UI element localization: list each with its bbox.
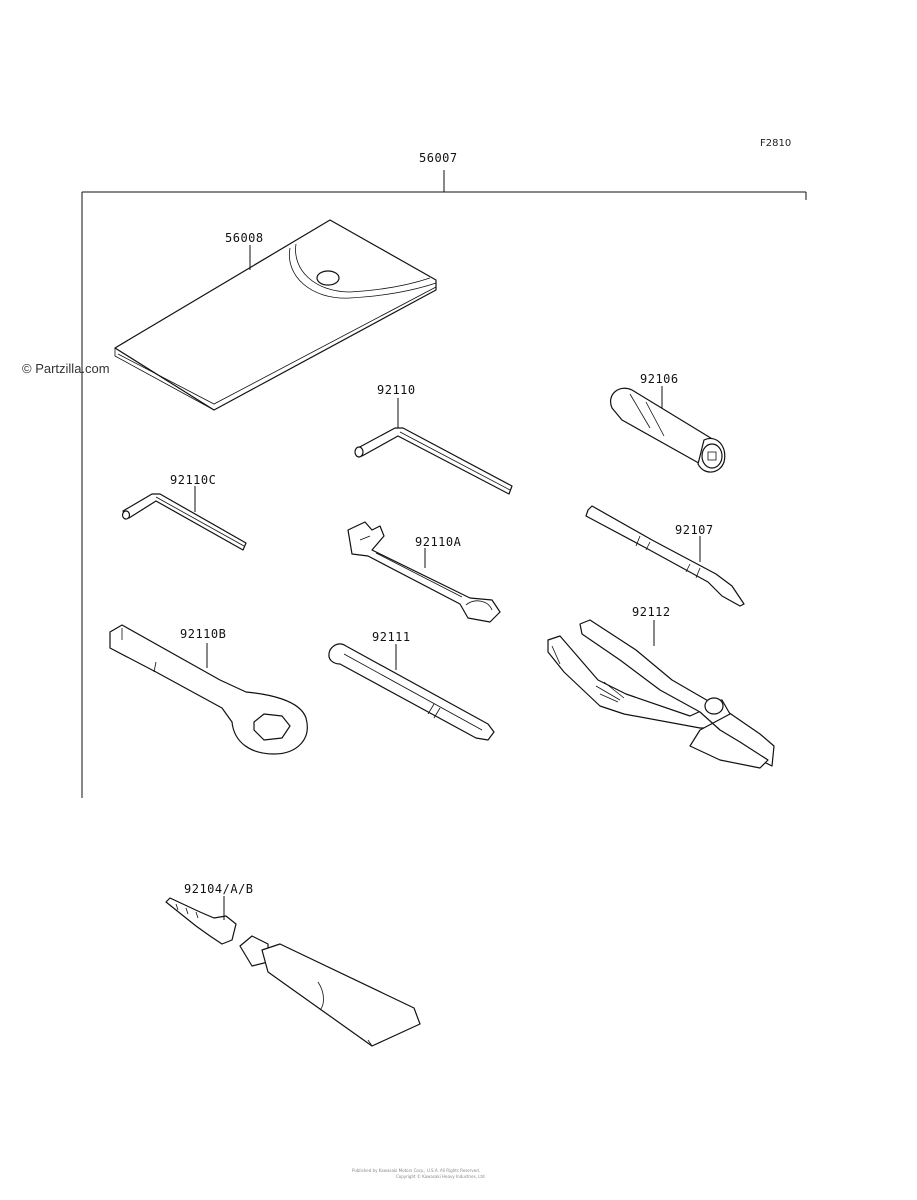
label-92110a: 92110A	[415, 535, 462, 549]
footer-copyright-1: Published by Kawasaki Motors Corp., U.S.…	[352, 1168, 480, 1173]
label-92112: 92112	[632, 605, 671, 619]
label-92110: 92110	[377, 383, 416, 397]
hex-wrench-92110: 92110	[354, 383, 513, 495]
label-92104: 92104/A/B	[184, 882, 254, 896]
partzilla-watermark: © Partzilla.com	[22, 361, 110, 376]
ring-wrench-92110b: 92110B	[109, 624, 308, 755]
hex-wrench-92110c: 92110C	[121, 473, 247, 551]
socket-92106: 92106	[610, 372, 726, 473]
label-92111: 92111	[372, 630, 411, 644]
pliers-92112: 92112	[547, 605, 775, 769]
footer-copyright-2: Copyright © Kawasaki Heavy Industries, L…	[396, 1174, 486, 1179]
extension-bar-92111: 92111	[328, 630, 495, 741]
valve-tube-92104: 92104/A/B	[165, 882, 421, 1047]
diagram-ref-code: F2810	[760, 138, 791, 149]
label-92110c: 92110C	[170, 473, 216, 487]
label-92110b: 92110B	[180, 627, 226, 641]
label-56007: 56007	[419, 151, 458, 165]
kit-bracket	[81, 170, 807, 798]
label-92107: 92107	[675, 523, 714, 537]
screwdriver-92107: 92107	[585, 505, 745, 607]
label-92106: 92106	[640, 372, 679, 386]
tool-case-56008: 56008	[114, 219, 437, 411]
label-56008: 56008	[225, 231, 264, 245]
open-wrench-92110a: 92110A	[347, 521, 501, 623]
